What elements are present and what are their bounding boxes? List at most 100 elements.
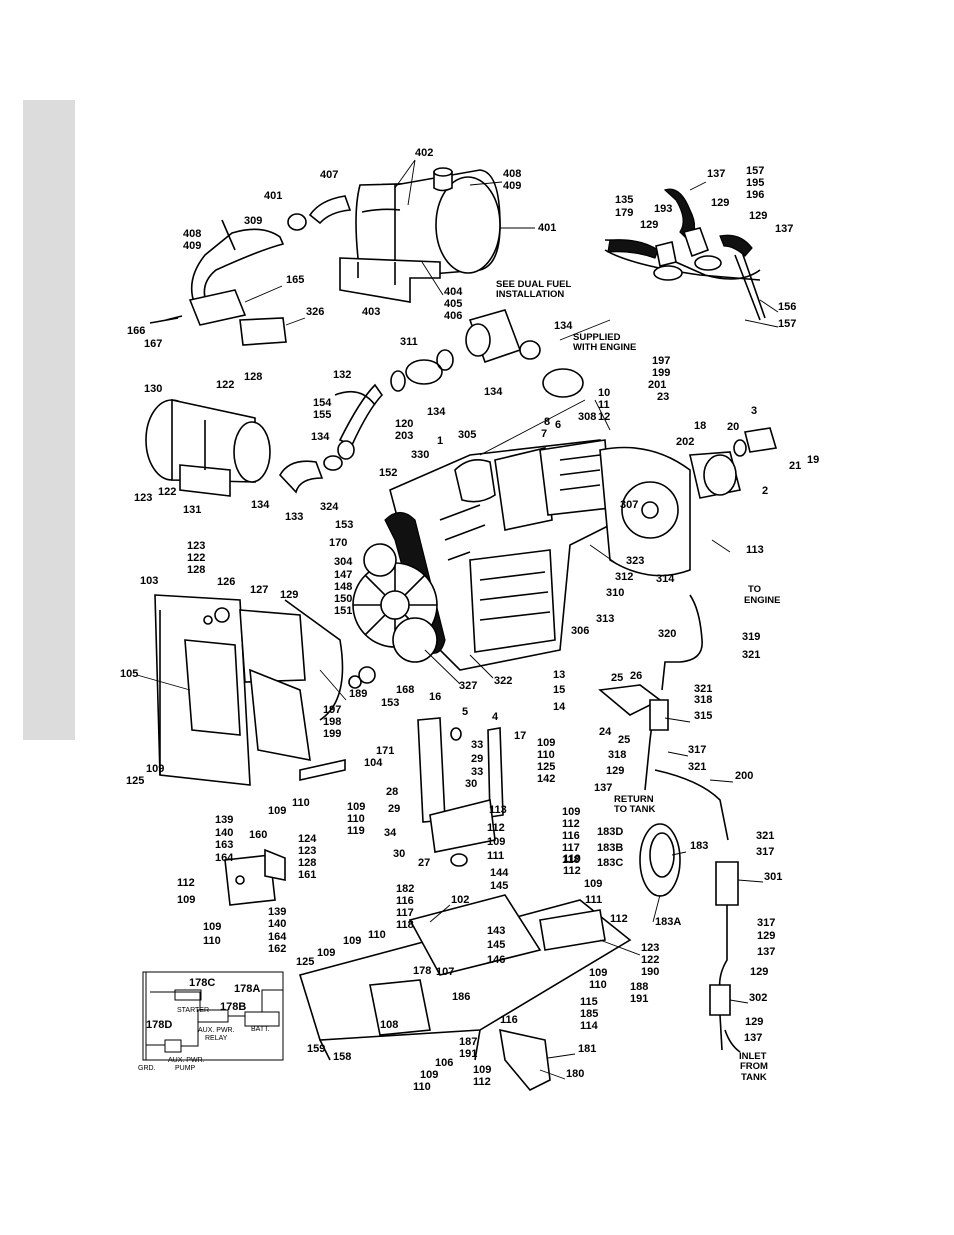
note-supplied-1: SUPPLIED — [573, 332, 621, 343]
part-callout: 10 — [598, 387, 610, 399]
part-callout: 112 — [563, 865, 581, 877]
part-callout: 8 — [544, 416, 550, 428]
part-callout: 139 — [268, 906, 286, 918]
schematic-grd: GRD. — [138, 1065, 156, 1072]
part-callout: 109 — [343, 935, 361, 947]
part-callout: 157 — [746, 165, 764, 177]
part-callout: 128 — [298, 857, 316, 869]
part-callout: 25 — [618, 734, 630, 746]
part-callout: 2 — [762, 485, 768, 497]
part-callout: 183D — [597, 826, 623, 838]
part-callout: 319 — [742, 631, 760, 643]
part-callout: 162 — [268, 943, 286, 955]
part-callout: 193 — [654, 203, 672, 215]
muffler-assembly — [149, 167, 501, 346]
part-callout: 112 — [177, 877, 195, 889]
part-callout: 109 — [347, 801, 365, 813]
part-callout: 20 — [727, 421, 739, 433]
part-callout: 7 — [541, 428, 547, 440]
part-callout: 33 — [471, 766, 483, 778]
part-callout: 409 — [503, 180, 521, 192]
part-callout: 409 — [183, 240, 201, 252]
part-callout: 133 — [285, 511, 303, 523]
dual-fuel-unit — [390, 309, 584, 398]
part-callout: TANK — [741, 1072, 767, 1083]
part-callout: 321 — [756, 830, 774, 842]
part-callout: 134 — [427, 406, 446, 418]
part-callout: FROM — [740, 1061, 768, 1072]
part-callout: 164 — [215, 852, 234, 864]
part-callout: 129 — [280, 589, 298, 601]
part-callout: 311 — [400, 336, 418, 348]
part-callout: 112 — [473, 1076, 491, 1088]
schematic-label-178b: 178B — [220, 1001, 246, 1013]
part-callout: 155 — [313, 409, 331, 421]
part-callout: 307 — [620, 499, 638, 511]
part-callout: 109 — [146, 763, 164, 775]
part-callout: 309 — [244, 215, 262, 227]
part-callout: 118 — [562, 854, 580, 866]
part-callout: 123 — [641, 942, 659, 954]
part-callout: 408 — [183, 228, 201, 240]
part-callout: 166 — [127, 325, 145, 337]
part-callout: 403 — [362, 306, 380, 318]
part-callout: 313 — [596, 613, 614, 625]
part-callout: 145 — [487, 939, 505, 951]
part-callout: 122 — [641, 954, 659, 966]
part-callout: 30 — [393, 848, 405, 860]
part-callout: 302 — [749, 992, 767, 1004]
part-callout: 167 — [144, 338, 162, 350]
fuel-fittings-top — [604, 188, 766, 321]
part-callout: 134 — [251, 499, 270, 511]
schematic-relay-1: AUX. PWR. — [198, 1027, 235, 1034]
part-callout: 27 — [418, 857, 430, 869]
part-callout: 104 — [364, 757, 383, 769]
part-callout: 317 — [688, 744, 706, 756]
part-callout: 187 — [459, 1036, 477, 1048]
part-callout: 117 — [562, 842, 580, 854]
part-callout: 106 — [435, 1057, 453, 1069]
part-callout: 125 — [126, 775, 144, 787]
part-callout: 124 — [298, 833, 317, 845]
part-callout: 158 — [333, 1051, 351, 1063]
part-callout: 182 — [396, 883, 414, 895]
part-callout: 183 — [690, 840, 708, 852]
schematic-batt: BATT. — [251, 1026, 270, 1033]
part-callout: 312 — [615, 571, 633, 583]
part-callout: 24 — [599, 726, 612, 738]
schematic-label-178d: 178D — [146, 1019, 172, 1031]
schematic-relay-2: RELAY — [205, 1035, 228, 1042]
part-callout: 134 — [484, 386, 503, 398]
part-callout: 123 — [187, 540, 205, 552]
part-callout: 126 — [217, 576, 235, 588]
part-callout: 159 — [307, 1043, 325, 1055]
part-callout: 122 — [216, 379, 234, 391]
part-callout: 19 — [807, 454, 819, 466]
part-callout: 108 — [380, 1019, 398, 1031]
side-tab-strip — [23, 100, 75, 740]
part-callout: 109 — [562, 806, 580, 818]
part-callout: 404 — [444, 286, 463, 298]
schematic-labels: 178C 178A 178B 178D STARTER AUX. PWR. RE… — [138, 977, 270, 1072]
part-callout: 112 — [610, 913, 628, 925]
part-callout: 17 — [514, 730, 526, 742]
part-callout: 125 — [537, 761, 555, 773]
schematic-pump-1: AUX. PWR. — [168, 1057, 205, 1064]
part-callout: 137 — [594, 782, 612, 794]
part-callout: 110 — [368, 929, 386, 941]
part-callout: 320 — [658, 628, 676, 640]
part-callout: 109 — [537, 737, 555, 749]
part-callout: 157 — [778, 318, 796, 330]
part-callout: 310 — [606, 587, 624, 599]
part-callout: 165 — [286, 274, 304, 286]
part-callout: 401 — [264, 190, 282, 202]
part-callout: 21 — [789, 460, 801, 472]
part-callout: 114 — [580, 1020, 599, 1032]
part-callout: 105 — [120, 668, 138, 680]
air-cleaner — [145, 383, 384, 497]
part-callout: 164 — [268, 931, 287, 943]
part-callout: 29 — [471, 753, 483, 765]
part-callout: 151 — [334, 605, 352, 617]
part-callout: 129 — [757, 930, 775, 942]
